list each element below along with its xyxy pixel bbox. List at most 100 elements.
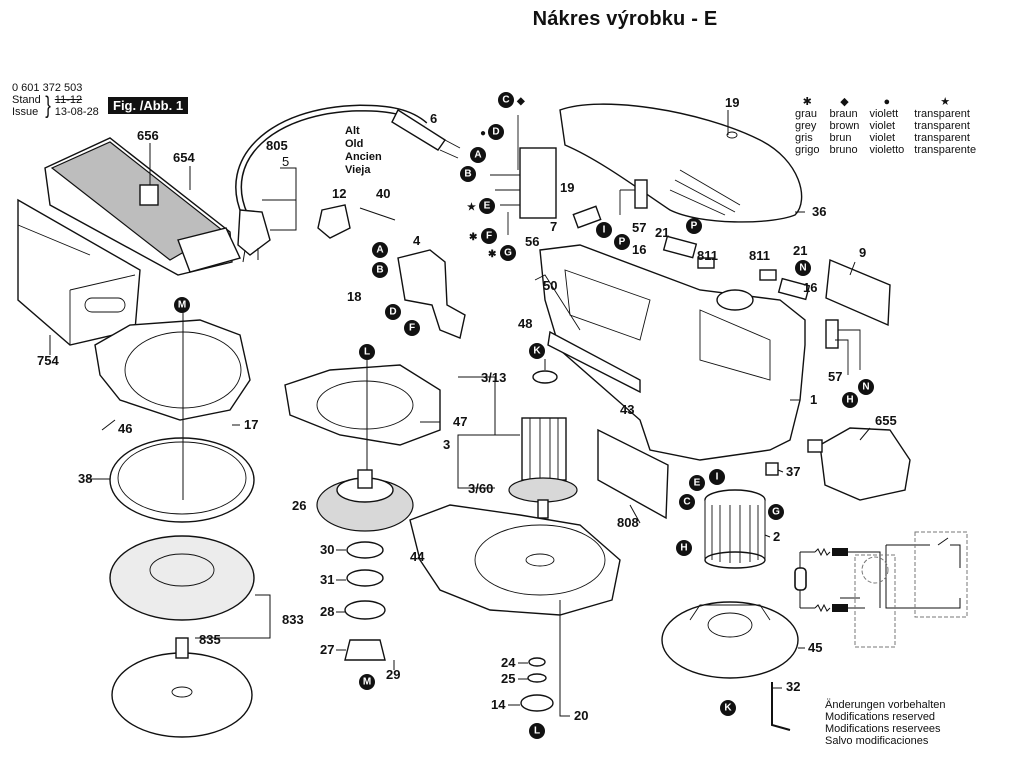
svg-text:G: G <box>504 248 512 259</box>
part-label: 57 <box>828 369 842 384</box>
svg-text:P: P <box>619 237 626 248</box>
part-label: 21 <box>793 243 807 258</box>
sanding-pad-part <box>109 535 255 621</box>
note-line: Old <box>345 138 364 150</box>
label-sheet-part <box>825 258 891 327</box>
svg-text:E: E <box>694 478 701 489</box>
part-label: 656 <box>137 128 159 143</box>
legend-cell: violet <box>869 120 896 132</box>
electronics-module-part <box>490 115 557 235</box>
svg-text:N: N <box>862 382 869 393</box>
connector-marker: G <box>500 245 516 261</box>
part-label: 24 <box>501 655 516 670</box>
fan-part <box>316 469 414 532</box>
connector-marker: F <box>404 320 420 336</box>
svg-text:H: H <box>846 395 853 406</box>
note-line: Ancien <box>345 151 382 163</box>
part-label: 29 <box>386 667 400 682</box>
connector-marker: K <box>529 343 545 359</box>
small-clip-part <box>765 462 779 476</box>
part-label: 5 <box>282 154 289 169</box>
connector-marker: D <box>385 304 401 320</box>
violet-symbol-icon: ● <box>883 96 891 108</box>
note-line: Alt <box>345 125 360 137</box>
part-label: 654 <box>173 150 195 165</box>
svg-text:M: M <box>363 677 371 688</box>
legend-cell: violetto <box>869 144 905 156</box>
connector-marker: C <box>679 494 695 510</box>
part-label: 18 <box>347 289 361 304</box>
old-version-note: Alt Old Ancien Vieja <box>345 125 382 177</box>
connector-marker: K <box>720 700 736 716</box>
svg-text:D: D <box>389 307 396 318</box>
cord-grommet-part <box>391 108 461 159</box>
legend-cell: brun <box>829 132 852 144</box>
brush-holder-part <box>572 205 811 301</box>
connector-marker: M <box>359 674 375 690</box>
stand-label: Stand <box>12 94 41 106</box>
note-line: Vieja <box>345 164 371 176</box>
switch-part <box>397 249 466 339</box>
svg-text:B: B <box>464 169 471 180</box>
part-label: 46 <box>118 421 132 436</box>
power-cord-part <box>235 104 428 263</box>
legend-cell: transparente <box>914 144 977 156</box>
fan-guard-part <box>284 364 441 446</box>
part-label: 16 <box>803 280 817 295</box>
dust-bag-part <box>17 198 141 346</box>
note-line: Modifications reserved <box>825 711 936 723</box>
revision-block: Stand Issue } 11-12 13-08-28 <box>12 92 99 119</box>
legend-cell: grey <box>795 120 817 132</box>
part-label: 17 <box>244 417 258 432</box>
brace-icon: } <box>44 92 51 119</box>
color-legend: ✱ ◆ ● ★ grau braun violett transparent g… <box>795 96 986 156</box>
legend-cell: transparent <box>914 108 970 120</box>
part-label: 28 <box>320 604 334 619</box>
part-label: 1 <box>810 392 817 407</box>
legend-cell: transparent <box>914 120 970 132</box>
legend-cell: transparent <box>914 132 970 144</box>
part-label: 36 <box>812 204 826 219</box>
old-connector-part <box>317 204 396 239</box>
part-label: 57 <box>632 220 646 235</box>
terminal-part <box>619 179 861 375</box>
svg-text:I: I <box>716 472 719 483</box>
motor-symbol-icon <box>794 567 807 591</box>
legend-cell: violett <box>869 108 899 120</box>
part-label: 50 <box>543 278 557 293</box>
pad-bracket <box>195 594 271 639</box>
svg-text:F: F <box>409 323 415 334</box>
issue-label: Issue <box>12 106 39 118</box>
part-label: 3 <box>443 437 450 452</box>
legend-cell: gris <box>795 132 813 144</box>
svg-text:E: E <box>484 201 491 212</box>
part-label: 811 <box>697 248 718 263</box>
legend-row: grigo bruno violetto transparente <box>795 144 986 156</box>
svg-text:G: G <box>772 507 780 518</box>
label-sheet-808-part <box>597 428 669 520</box>
baffle-plate-part <box>661 601 799 679</box>
armature-part <box>508 370 578 519</box>
transparent-symbol-icon: ★ <box>940 96 951 108</box>
part-label: 805 <box>266 138 288 153</box>
part-label: 44 <box>410 549 425 564</box>
svg-text:A: A <box>376 245 383 256</box>
part-label: 2 <box>773 529 780 544</box>
grey-mark-icon: ✱ <box>488 249 497 260</box>
part-label: 9 <box>859 245 866 260</box>
svg-text:L: L <box>364 347 370 358</box>
page-title: Nákres výrobku - E <box>532 8 718 30</box>
stand-value: 11-12 <box>54 94 83 106</box>
svg-text:C: C <box>683 497 690 508</box>
legend-cell: grigo <box>795 144 820 156</box>
part-labels: 656 654 754 805 5 6 12 40 4 18 56 19 19 … <box>37 95 897 723</box>
connector-marker: H <box>676 540 692 556</box>
part-label: 7 <box>550 219 557 234</box>
part-label: 32 <box>786 679 800 694</box>
grey-symbol-icon: ✱ <box>802 96 812 108</box>
connector-marker: D <box>488 124 504 140</box>
legend-cell: brown <box>829 120 860 132</box>
transparent-mark-icon: ★ <box>467 202 476 213</box>
connector-markers: A B C D E F G A B D F I P P N N H M L K … <box>174 92 874 739</box>
